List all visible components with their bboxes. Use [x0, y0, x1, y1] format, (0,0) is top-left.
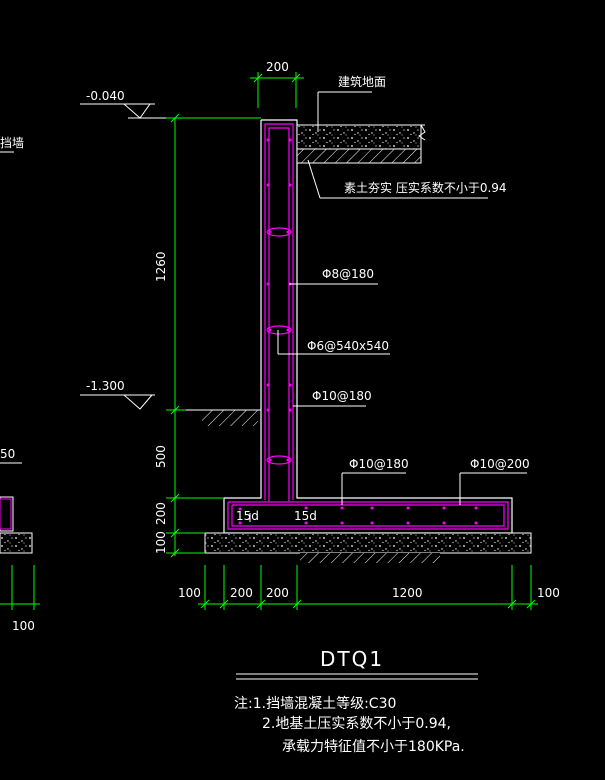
surface-slab — [296, 124, 426, 164]
label-rebar-vertical: Φ8@180 — [322, 267, 374, 281]
note-line-2: 2.地基土压实系数不小于0.94, — [262, 715, 451, 732]
left-fragment-text: 挡墙 — [0, 136, 24, 150]
label-rebar-tie: Φ6@540x540 — [307, 339, 389, 353]
dim-lower-height: 500 — [154, 445, 168, 468]
dim-bottom-right: 100 — [537, 586, 560, 600]
drawing-title-block: DTQ1 — [236, 647, 478, 680]
leaders — [249, 91, 527, 522]
note-line-3: 承载力特征值不小于180KPa. — [282, 739, 465, 755]
dim-bottom-1: 100 — [178, 586, 201, 600]
level-top: -0.040 — [80, 89, 206, 119]
rebar-cage — [227, 123, 509, 530]
left-fragment-dim: 50 — [0, 447, 15, 461]
label-surface: 建筑地面 — [338, 74, 386, 89]
label-rebar-main: Φ10@180 — [312, 389, 372, 403]
dim-cushion-thickness: 100 — [154, 531, 168, 554]
dim-bottom-wall: 200 — [266, 586, 289, 600]
dim-upper-height: 1260 — [154, 251, 168, 282]
left-fragment: 挡墙 50 100 — [0, 136, 40, 633]
dim-bottom-2: 200 — [230, 586, 253, 600]
label-rebar-base-2: Φ10@200 — [470, 457, 530, 471]
level-bottom-label: -1.300 — [86, 379, 125, 393]
cushion-layer — [204, 532, 532, 563]
label-backfill: 素土夯实 压实系数不小于0.94 — [344, 180, 507, 195]
level-top-label: -0.040 — [86, 89, 125, 103]
dim-base-thickness: 200 — [154, 502, 168, 525]
label-rebar-base-1: Φ10@180 — [349, 457, 409, 471]
front-soil-hatch — [202, 410, 258, 426]
level-bottom: -1.300 — [80, 379, 155, 410]
left-fragment-bottom-dim: 100 — [12, 619, 35, 633]
dimension-lines — [166, 72, 538, 610]
dim-wall-top: 200 — [266, 60, 289, 74]
note-line-1: 注:1.挡墙混凝土等级:C30 — [234, 695, 396, 712]
drawing-title: DTQ1 — [320, 647, 384, 671]
label-anchor-left: 15d — [236, 509, 259, 523]
notes: 注:1.挡墙混凝土等级:C30 2.地基土压实系数不小于0.94, 承载力特征值… — [234, 695, 465, 755]
label-anchor-right: 15d — [294, 509, 317, 523]
dim-bottom-heel: 1200 — [392, 586, 423, 600]
